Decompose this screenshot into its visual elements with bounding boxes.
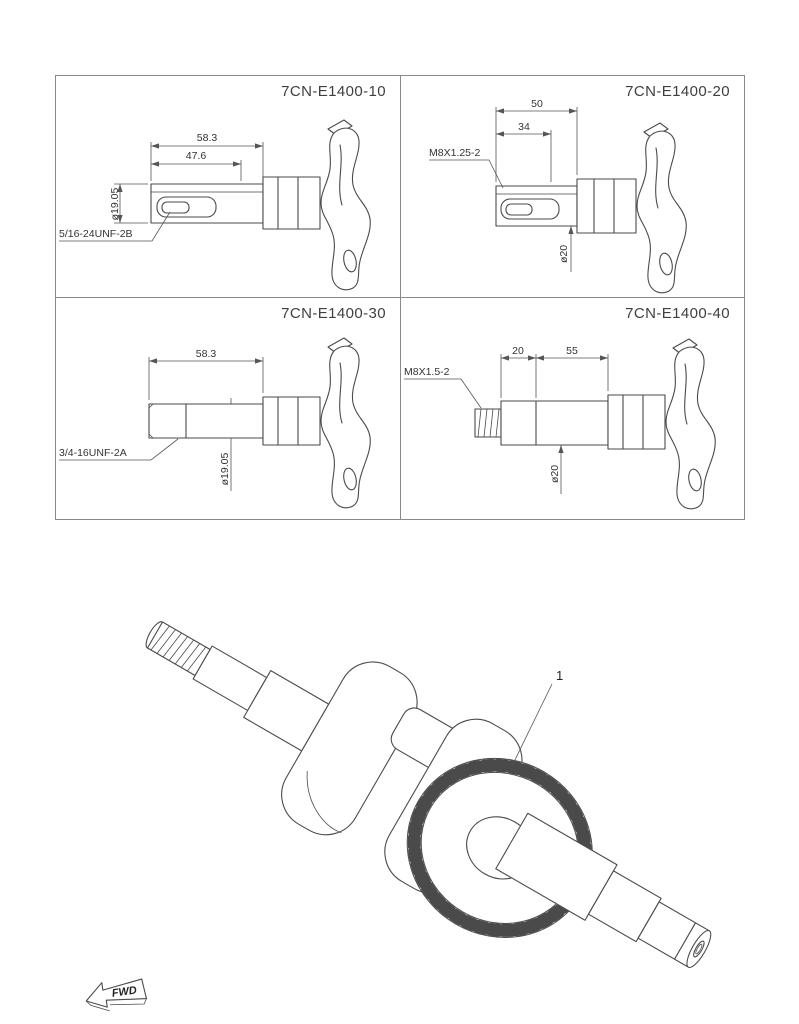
callout-number: 1: [556, 668, 563, 683]
shaft-outline: [495, 122, 687, 294]
panel-title: 7CN-E1400-30: [281, 305, 386, 322]
dim-diameter: ø19.05: [219, 453, 231, 486]
thread-label: 3/4-16UNF-2A: [59, 447, 127, 459]
panel-7cn-e1400-30: 7CN-E1400-30 58.3 ø19.05: [56, 298, 401, 519]
label-leader: [59, 211, 171, 242]
label-leader: [429, 159, 504, 189]
thread-label: 5/16-24UNF-2B: [59, 228, 133, 240]
output-shaft: [495, 812, 618, 921]
shaft-outline: [148, 337, 371, 509]
variant-grid: 7CN-E1400-10 58.3 47.6 ø19.05: [55, 75, 745, 520]
panel-title: 7CN-E1400-40: [625, 305, 730, 322]
shaft-outline: [474, 338, 716, 510]
panel-4-drawing: 20 55 ø20 M8X1.5-2: [404, 338, 716, 510]
fwd-label: FWD: [111, 984, 138, 999]
panel-title: 7CN-E1400-10: [281, 83, 386, 100]
crankshaft-figure: 1: [145, 621, 712, 969]
shaft-outline: [150, 119, 371, 291]
dim-length: 58.3: [196, 348, 217, 360]
label-leader: [59, 438, 179, 461]
thread-label: M8X1.25-2: [429, 147, 481, 159]
panel-7cn-e1400-20: 7CN-E1400-20 50 34 ø20: [401, 76, 744, 298]
thread-label: M8X1.5-2: [404, 366, 450, 378]
dim-length2: 47.6: [186, 150, 207, 162]
crankshaft-drawing: [145, 621, 712, 969]
panel-3-drawing: 58.3 ø19.05 3/4-16UNF-2A: [59, 337, 371, 509]
dim-diameter: ø20: [558, 245, 570, 263]
dim-length: 50: [531, 98, 543, 110]
dimension-arrows: [496, 108, 577, 234]
dim-diameter: ø20: [549, 465, 561, 483]
fwd-arrow-icon: [85, 978, 148, 1008]
dimension-arrows: [501, 355, 608, 453]
dim-length: 58.3: [197, 132, 218, 144]
dim-length: 20: [512, 345, 524, 357]
label-leader: [404, 378, 482, 409]
panel-title: 7CN-E1400-20: [625, 83, 730, 100]
dim-length2: 34: [518, 121, 530, 133]
callout-leader: [511, 683, 553, 767]
dimension-lines: [500, 354, 609, 494]
dimension-lines: [114, 142, 264, 224]
fwd-marker: FWD: [85, 978, 148, 1012]
panel-7cn-e1400-10: 7CN-E1400-10 58.3 47.6 ø19.05: [56, 76, 401, 298]
crank-web-1: [281, 661, 418, 836]
dim-length2: 55: [566, 345, 578, 357]
dimension-arrows: [117, 143, 263, 223]
dim-diameter: ø19.05: [109, 188, 121, 221]
panel-7cn-e1400-40: 7CN-E1400-40 20 55 ø20: [401, 298, 744, 519]
panel-1-drawing: 58.3 47.6 ø19.05 5/16-24UNF-2B: [59, 119, 371, 291]
panel-2-drawing: 50 34 ø20 M8X1.25-2: [429, 98, 687, 294]
